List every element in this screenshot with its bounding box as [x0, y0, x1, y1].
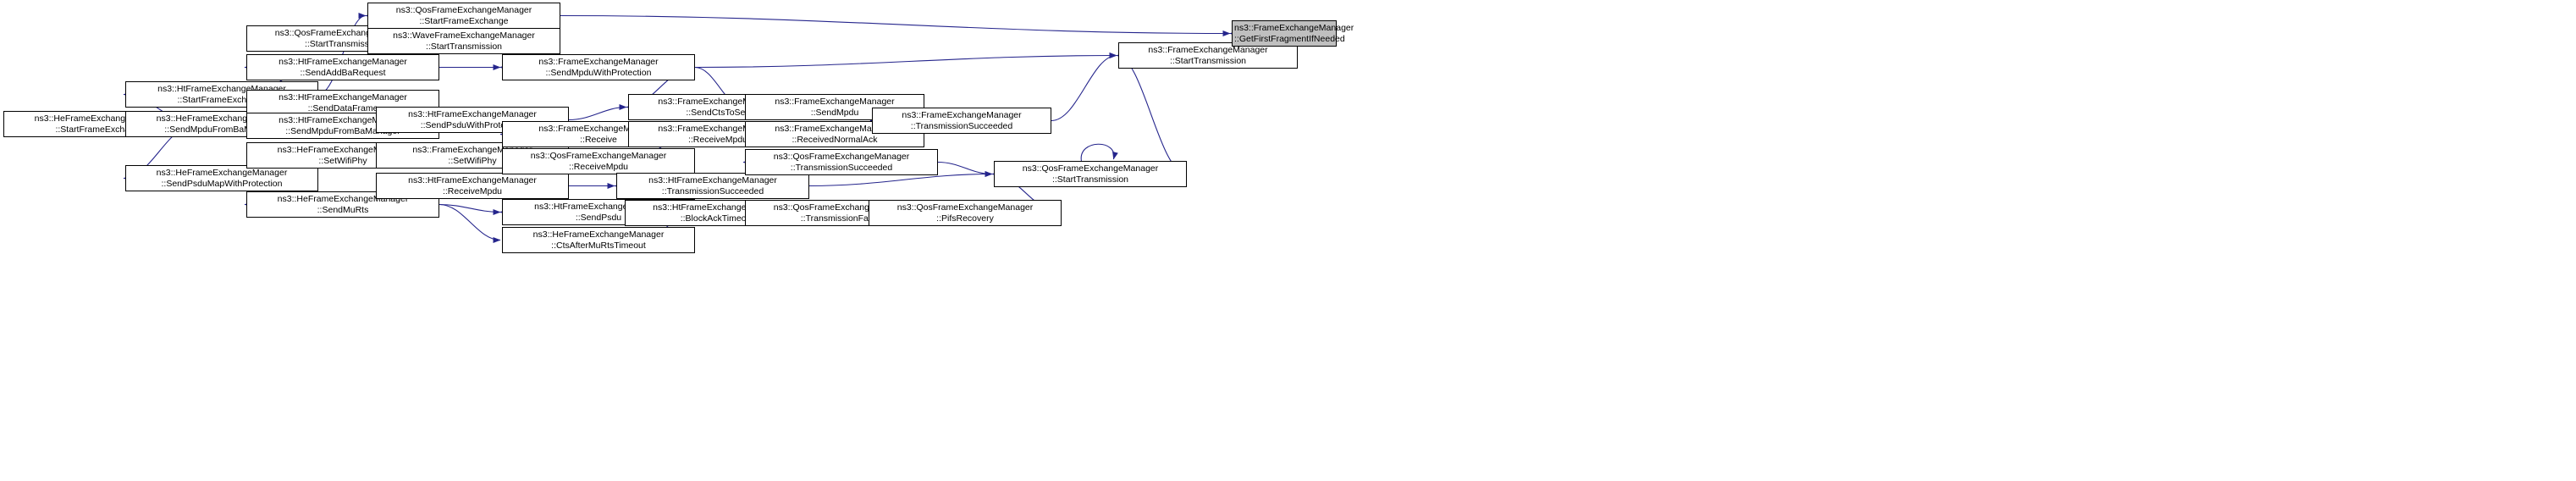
node-label-line1: ns3::FrameExchangeManager	[538, 57, 659, 67]
node-label-line1: ns3::HtFrameExchangeManager	[408, 175, 537, 185]
node-label-line2: ::SendPsduWithProtection	[420, 119, 525, 130]
node-label-line1: ns3::QosFrameExchangeManager	[896, 202, 1034, 213]
node-label-line2: ::ReceiveMpdu	[442, 185, 503, 196]
graph-edge-fem_sendmpduwithprotection-to-fem_starttransmission	[694, 53, 1117, 69]
node-label-line2: ::BlockAckTimeout	[680, 213, 754, 224]
graph-edge-qos_startframeexchange-to-fem_getfirstfragmentifneeded	[560, 14, 1231, 36]
node-label-line2: ::GetFirstFragmentIfNeeded	[1234, 33, 1345, 44]
node-label-line1: ns3::HtFrameExchangeManager	[279, 57, 407, 67]
node-label-line2: ::StartFrameExchange	[55, 124, 145, 135]
node-label-line2: ::TransmissionSucceeded	[910, 120, 1013, 131]
graph-node-wave_starttransmission[interactable]: ns3::WaveFrameExchangeManager::StartTran…	[367, 28, 560, 54]
node-label-line2: ::StartTransmission	[425, 41, 503, 52]
graph-edge-ht_sendpsduwithprotection-to-fem_sendctstoself	[568, 104, 627, 121]
graph-node-qos_receivempdu[interactable]: ns3::QosFrameExchangeManager::ReceiveMpd…	[502, 148, 695, 174]
node-label-line2: ::SendCtsToSelf	[686, 107, 750, 118]
node-label-line2: ::SendAddBaRequest	[300, 67, 386, 78]
node-label-line2: ::TransmissionSucceeded	[661, 185, 764, 196]
node-label-line1: ns3::FrameExchangeManager	[902, 110, 1022, 120]
graph-node-qos_transmissionsucceeded[interactable]: ns3::QosFrameExchangeManager::Transmissi…	[745, 149, 938, 175]
node-label-line1: ns3::HtFrameExchangeManager	[648, 175, 777, 185]
node-label-line2: ::StartTransmission	[1169, 55, 1247, 66]
node-label-line1: ns3::HtFrameExchangeManager	[408, 109, 537, 119]
node-label-line2: ::CtsAfterMuRtsTimeout	[551, 240, 646, 251]
node-label-line2: ::ReceivedNormalAck	[792, 134, 878, 145]
graph-edge-he_sendmurts-to-he_ctsaftermurtstimeout	[439, 203, 501, 243]
node-label-line2: ::StartTransmission	[1051, 174, 1129, 185]
graph-node-he_ctsaftermurtstimeout[interactable]: ns3::HeFrameExchangeManager::CtsAfterMuR…	[502, 227, 695, 253]
graph-node-he_sendpsdumapwithprotection[interactable]: ns3::HeFrameExchangeManager::SendPsduMap…	[125, 165, 318, 191]
node-label-line2: ::ReceiveMpdu	[568, 161, 629, 172]
node-label-line2: ::SetWifiPhy	[318, 155, 367, 166]
node-label-line2: ::TransmissionSucceeded	[790, 162, 893, 173]
node-label-line2: ::SendPsdu	[575, 212, 622, 223]
node-label-line1: ns3::HeFrameExchangeManager	[156, 168, 288, 178]
graph-node-qos_startframeexchange[interactable]: ns3::QosFrameExchangeManager::StartFrame…	[367, 3, 560, 29]
graph-node-fem_sendmpduwithprotection[interactable]: ns3::FrameExchangeManager::SendMpduWithP…	[502, 54, 695, 80]
node-label-line1: ns3::QosFrameExchangeManager	[1022, 163, 1159, 174]
node-label-line1: ns3::QosFrameExchangeManager	[530, 151, 667, 161]
node-label-line2: ::SendMpduFromBaManager	[285, 125, 400, 136]
graph-node-qos_pifsrecovery[interactable]: ns3::QosFrameExchangeManager::PifsRecove…	[869, 200, 1062, 226]
node-label-line2: ::ReceiveMpdu	[687, 134, 748, 145]
node-label-line2: ::TransmissionFailed	[800, 213, 883, 224]
graph-edge-he_sendmurts-to-ht_sendpsdu	[439, 203, 501, 215]
node-label-line1: ns3::WaveFrameExchangeManager	[393, 30, 535, 41]
node-label-line1: ns3::HtFrameExchangeManager	[279, 92, 407, 102]
node-label-line1: ns3::QosFrameExchangeManager	[773, 152, 910, 162]
graph-node-ht_sendaddbarequest[interactable]: ns3::HtFrameExchangeManager::SendAddBaRe…	[246, 54, 439, 80]
graph-edge-qos_transmissionsucceeded-to-qos_starttransmission_right	[937, 161, 993, 177]
node-label-line1: ns3::HeFrameExchangeManager	[532, 229, 665, 240]
node-label-line1: ns3::QosFrameExchangeManager	[395, 5, 532, 15]
graph-edge-ht_transmissionsucceeded-to-qos_starttransmission_right	[808, 171, 993, 187]
graph-node-fem_getfirstfragmentifneeded[interactable]: ns3::FrameExchangeManager::GetFirstFragm…	[1232, 20, 1354, 47]
node-label-line1: ns3::FrameExchangeManager	[775, 124, 895, 134]
node-label-line1: ns3::FrameExchangeManager	[775, 97, 895, 107]
graph-node-fem_transmissionsucceeded[interactable]: ns3::FrameExchangeManager::TransmissionS…	[872, 108, 1051, 134]
node-label-line2: ::SendPsduMapWithProtection	[161, 178, 283, 189]
node-label-line2: ::SendMpdu	[810, 107, 859, 118]
graph-edge-qos_starttransmission_right-to-qos_starttransmission_right	[1080, 143, 1118, 162]
node-label-line2: ::SendMpduWithProtection	[545, 67, 652, 78]
graph-edge-fem_transmissionsucceeded-to-fem_starttransmission	[1051, 53, 1117, 122]
node-label-line2: ::SendMuRts	[317, 204, 369, 215]
node-label-line2: ::StartFrameExchange	[177, 94, 267, 105]
graph-node-ht_receivempdu[interactable]: ns3::HtFrameExchangeManager::ReceiveMpdu	[376, 173, 569, 199]
node-label-line2: ::SetWifiPhy	[448, 155, 497, 166]
node-label-line1: ns3::FrameExchangeManager	[1234, 23, 1354, 33]
node-label-line2: ::PifsRecovery	[936, 213, 994, 224]
graph-edge-qos_starttransmission_right-to-fem_starttransmission	[1116, 53, 1188, 175]
node-label-line2: ::StartFrameExchange	[419, 15, 509, 26]
node-label-line2: ::SendDataFrame	[307, 102, 378, 113]
node-label-line2: ::Receive	[580, 134, 617, 145]
graph-node-qos_starttransmission_right[interactable]: ns3::QosFrameExchangeManager::StartTrans…	[994, 161, 1187, 187]
graph-node-ht_transmissionsucceeded[interactable]: ns3::HtFrameExchangeManager::Transmissio…	[616, 173, 809, 199]
